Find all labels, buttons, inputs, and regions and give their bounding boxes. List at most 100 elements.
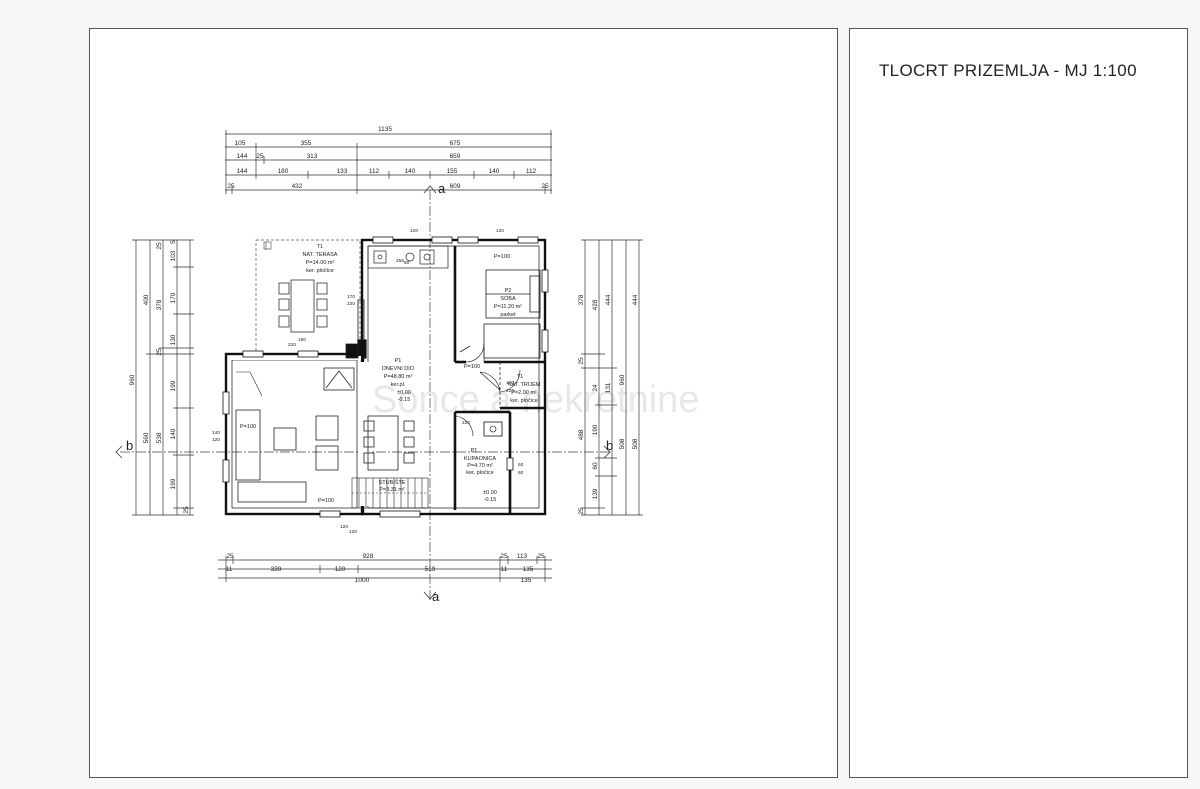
dim-right-c5b: 131 bbox=[605, 382, 612, 393]
porch-finish: ker. pločice bbox=[510, 398, 538, 404]
dim-bot-2e: 11 bbox=[501, 566, 508, 573]
inner-dim-12: 60 bbox=[518, 470, 524, 476]
living-area: P=48.80 m² bbox=[384, 374, 413, 380]
dim-top-4h: 112 bbox=[526, 168, 537, 175]
bathroom-code: P1 bbox=[471, 448, 478, 454]
bedroom-area: P=11.20 m² bbox=[494, 304, 522, 310]
inner-dim-3: 220 bbox=[347, 301, 355, 307]
porch-area: P=2.00 m² bbox=[511, 390, 537, 396]
living-level: ±0.00 bbox=[397, 390, 411, 396]
section-mark-a-bottom: a bbox=[432, 589, 440, 604]
living-level2: -0.15 bbox=[398, 397, 411, 403]
dim-top-3b: 25 bbox=[256, 153, 264, 160]
inner-dim-9: 220 bbox=[506, 388, 514, 394]
bed bbox=[459, 269, 541, 359]
porch-name: NAT. TRIJEM bbox=[508, 382, 541, 388]
kitchen-counter bbox=[367, 245, 449, 269]
dim-top-4g: 140 bbox=[489, 168, 500, 175]
dim-left-c4g: 199 bbox=[170, 478, 177, 489]
watermark: Sonce a nekretnine bbox=[372, 379, 699, 421]
dim-top-2a: 105 bbox=[235, 140, 246, 147]
inner-dim-16: 80 bbox=[404, 260, 410, 266]
dim-bot-1c: 25 bbox=[500, 553, 508, 560]
dim-bot-3b: 135 bbox=[521, 577, 532, 584]
dim-top-total: 1135 bbox=[378, 126, 392, 133]
dim-right-c5d: 60 bbox=[592, 462, 599, 470]
wall-gap bbox=[228, 356, 361, 360]
title-sheet bbox=[849, 28, 1188, 778]
dim-top-3d: 659 bbox=[450, 153, 461, 160]
inner-dimension-texts: 120 120 170 220 220 180 140 120 100 220 … bbox=[212, 228, 524, 535]
section-mark-b-left: b bbox=[126, 438, 133, 453]
dim-right-c1c: 488 bbox=[578, 429, 585, 440]
inner-dim-14: 120 bbox=[349, 529, 357, 535]
dim-top-5c: 609 bbox=[450, 183, 461, 190]
bathroom-finish: ker. pločice bbox=[466, 470, 494, 476]
dim-bot-1b: 928 bbox=[363, 553, 374, 560]
terrace-name: NAT. TERASA bbox=[303, 252, 338, 258]
stairs-area: P=3.31 m² bbox=[379, 487, 405, 493]
dim-left-c3a: 25 bbox=[156, 242, 163, 250]
left-dimension-lines bbox=[132, 239, 194, 516]
dim-right-c1a: 378 bbox=[578, 294, 585, 305]
inner-dim-0: 120 bbox=[410, 228, 418, 234]
terrace-area: P=14.00 m² bbox=[306, 260, 335, 266]
window-marks bbox=[222, 236, 549, 518]
dim-top-5a: 25 bbox=[227, 183, 235, 190]
dim-right-c1d: 25 bbox=[578, 507, 585, 515]
porch bbox=[479, 362, 545, 410]
dim-top-2b: 355 bbox=[301, 140, 312, 147]
sheet-title: TLOCRT PRIZEMLJA - MJ 1:100 bbox=[879, 61, 1137, 80]
bathroom-level2: -0.15 bbox=[484, 497, 497, 503]
dim-left-c4c: 170 bbox=[170, 292, 177, 303]
terrace-finish: ker. pločice bbox=[306, 268, 334, 274]
dim-right-444b: 444 bbox=[632, 294, 639, 305]
dim-left-c4f: 140 bbox=[170, 428, 177, 439]
inner-dim-1: 120 bbox=[496, 228, 504, 234]
entrance-door bbox=[499, 369, 521, 393]
dim-right-c5a: 24 bbox=[592, 384, 599, 392]
right-dimension-texts: 378 25 488 25 428 24 444 131 190 60 139 … bbox=[578, 294, 639, 514]
wall-merge bbox=[358, 362, 370, 506]
dim-top-4e: 140 bbox=[405, 168, 416, 175]
dim-left-c4a: 5 bbox=[170, 240, 177, 244]
dim-left-c3c: 25 bbox=[156, 348, 163, 356]
dim-right-428: 428 bbox=[592, 299, 599, 310]
dim-right-508: 508 bbox=[619, 438, 626, 449]
dim-top-4a: 144 bbox=[237, 168, 248, 175]
section-mark-b-right: b bbox=[606, 438, 613, 453]
opening-bedroom: P=100 bbox=[494, 254, 510, 260]
dim-bot-1a: 25 bbox=[226, 553, 234, 560]
dim-left-c3b: 378 bbox=[156, 299, 163, 310]
dim-left-c3d: 538 bbox=[156, 432, 163, 443]
dim-right-508b: 508 bbox=[632, 438, 639, 449]
bedroom-finish: parket bbox=[500, 312, 516, 318]
dim-top-5d: 25 bbox=[541, 183, 549, 190]
opening-labels: P=100 P=100 P=100 P=100 bbox=[240, 254, 510, 504]
inner-dim-15: 255 bbox=[396, 258, 404, 264]
opening-bedroom-door: P=100 bbox=[464, 364, 480, 370]
dim-top-3a: 144 bbox=[237, 153, 248, 160]
fireplace bbox=[323, 343, 359, 391]
dim-right-c1b: 25 bbox=[578, 357, 585, 365]
dim-left-c4h: 25 bbox=[183, 506, 190, 514]
bathroom-name: KUPAONICA bbox=[464, 456, 496, 462]
dim-bot-2b: 339 bbox=[271, 566, 282, 573]
inner-dim-11: 60 bbox=[518, 462, 524, 468]
terrace-table bbox=[278, 279, 328, 333]
dim-top-2c: 675 bbox=[450, 140, 461, 147]
inner-dim-13: 120 bbox=[340, 524, 348, 530]
porch-code: T1 bbox=[517, 374, 523, 380]
inner-dim-8: 100 bbox=[506, 380, 514, 386]
dim-left-c4d: 130 bbox=[170, 334, 177, 345]
living-finish: ker.pl. bbox=[391, 382, 406, 388]
living-code: P1 bbox=[395, 358, 402, 364]
left-dimension-texts: 960 400 560 25 378 25 538 5 103 170 130 … bbox=[129, 240, 190, 514]
dim-top-4b: 180 bbox=[278, 168, 289, 175]
inner-dim-5: 180 bbox=[298, 337, 306, 343]
bedroom-code: P2 bbox=[505, 288, 512, 294]
inner-dim-4: 220 bbox=[288, 342, 296, 348]
dim-top-5b: 432 bbox=[292, 183, 303, 190]
bottom-dimension-lines bbox=[218, 556, 552, 582]
section-mark-a-top: a bbox=[438, 181, 446, 196]
